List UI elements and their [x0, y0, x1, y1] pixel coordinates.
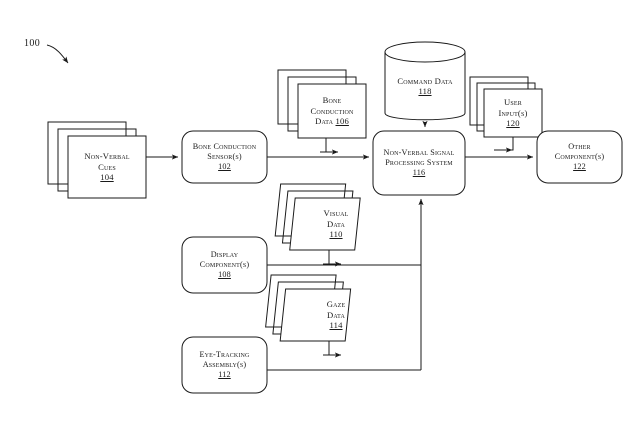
- figure-lead-line: [46, 44, 69, 64]
- node-gaze-data-stack: [265, 274, 352, 342]
- node-eye-tracking-assemblies-shape: [181, 336, 268, 394]
- node-non-verbal-cues-stack: [47, 121, 147, 199]
- node-processing-system-shape: [372, 130, 466, 196]
- node-bone-conduction-sensors-shape: [181, 130, 268, 184]
- connector-gaze-data-tick: [323, 341, 342, 358]
- node-user-inputs-stack: [469, 76, 543, 138]
- connector-bone-conduction-data-tick: [320, 138, 339, 155]
- node-command-data-shape: [384, 41, 466, 121]
- connector-visual-data-tick: [323, 250, 342, 267]
- figure-number-label: 100: [24, 38, 41, 49]
- node-visual-data-stack: [274, 183, 361, 251]
- connector-user-inputs-to-processing: [494, 137, 514, 153]
- node-other-components-shape: [536, 130, 623, 184]
- node-bone-conduction-data-stack: [277, 69, 367, 139]
- node-display-components-shape: [181, 236, 268, 294]
